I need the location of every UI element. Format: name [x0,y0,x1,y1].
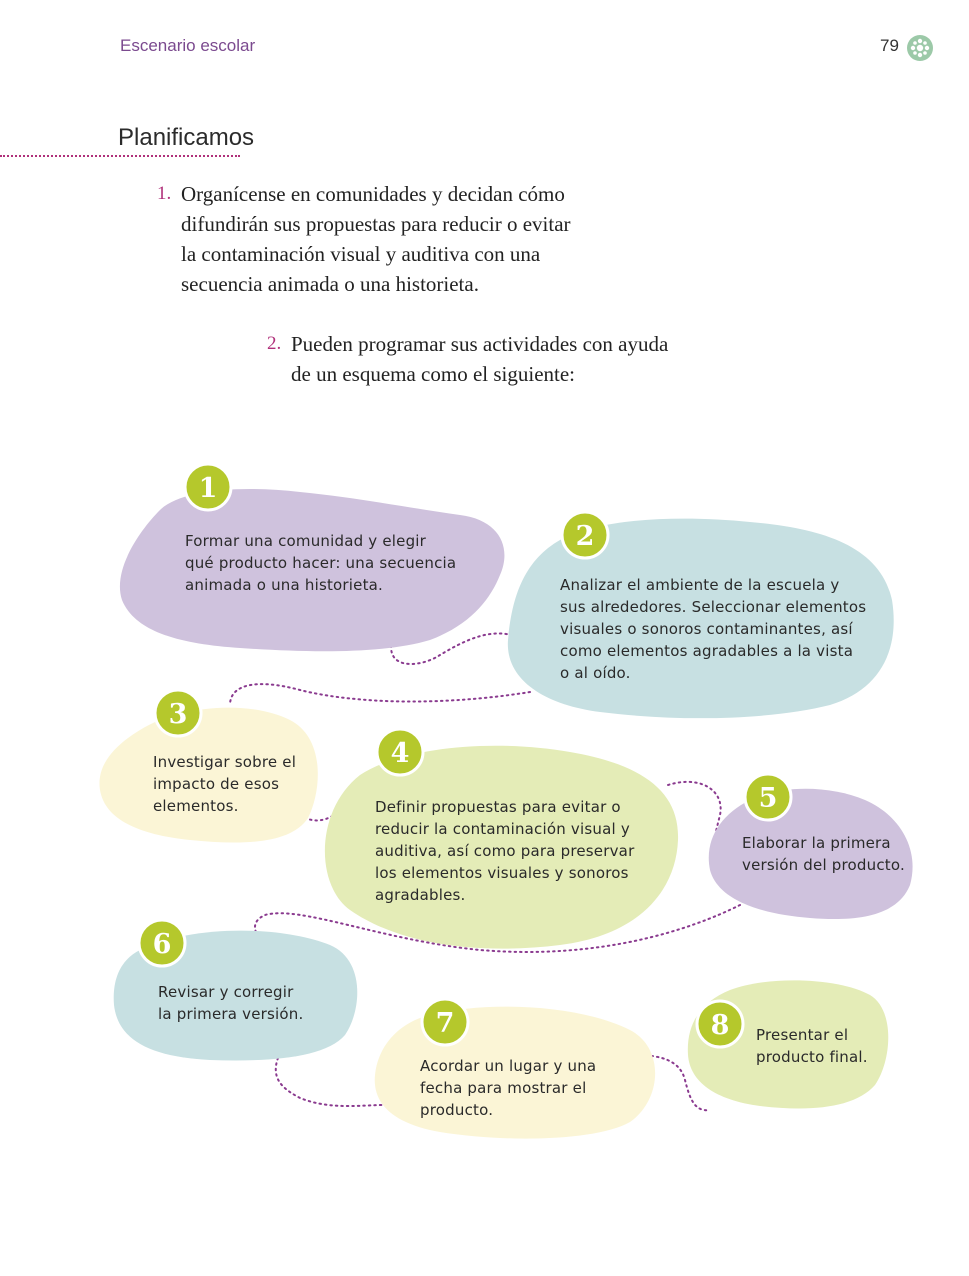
step-2-blob [507,518,894,719]
step-5-badge: 5 [743,772,793,822]
step-number: 4 [391,738,410,769]
instruction-number: 2. [267,333,282,354]
connector-1-2 [390,632,516,665]
step-4-badge: 4 [375,727,425,777]
running-header: Escenario escolar [120,36,256,55]
step-3-blob [99,707,318,843]
step-line: Elaborar la primera [742,834,891,852]
page-number: 79 [880,36,899,55]
step-line: Presentar el [756,1026,849,1044]
step-line: fecha para mostrar el [420,1079,587,1097]
step-number: 3 [169,699,188,730]
step-line: los elementos visuales y sonoros [375,864,629,882]
step-line: visuales o sonoros contaminantes, así [560,620,853,638]
step-6-text: Revisar y corregir la primera versión. [158,981,303,1025]
connector-2-3 [229,683,531,706]
step-5-text: Elaborar la primera versión del producto… [742,832,905,876]
step-6-badge: 6 [137,918,187,968]
step-4-text: Definir propuestas para evitar o reducir… [375,796,634,906]
step-line: versión del producto. [742,856,905,874]
instruction-line: la contaminación visual y auditiva con u… [181,242,541,266]
step-7-text: Acordar un lugar y una fecha para mostra… [420,1055,596,1121]
step-line: Revisar y corregir [158,983,294,1001]
step-line: producto final. [756,1048,868,1066]
connector-6-7 [274,1057,386,1107]
gear-flower-icon [907,35,933,61]
step-line: agradables. [375,886,466,904]
instruction-2: 2. Pueden programar sus actividades con … [267,329,669,389]
section-title: Planificamos [118,124,255,151]
step-line: sus alrededores. Seleccionar elementos [560,598,867,616]
instruction-line: difundirán sus propuestas para reducir o… [181,212,571,236]
step-line: Acordar un lugar y una [420,1057,597,1075]
step-line: elementos. [153,797,239,815]
instruction-number: 1. [157,183,172,204]
instruction-line: secuencia animada o una historieta. [181,272,479,296]
step-2-text: Analizar el ambiente de la escuela y sus… [560,574,866,684]
step-7-badge: 7 [420,997,470,1047]
step-number: 2 [576,521,595,552]
step-number: 8 [711,1010,730,1041]
instruction-line: de un esquema como el siguiente: [291,362,576,386]
step-line: producto. [420,1101,494,1119]
step-line: la primera versión. [158,1005,304,1023]
step-number: 1 [199,473,218,504]
step-line: qué producto hacer: una secuencia [185,554,457,572]
step-line: Definir propuestas para evitar o [375,798,621,816]
step-line: auditiva, así como para preservar [375,842,635,860]
step-line: impacto de esos [153,775,280,793]
step-line: animada o una historieta. [185,576,384,594]
step-number: 5 [759,783,778,814]
connector-7-8 [634,1054,711,1112]
section-underline [0,155,240,157]
step-5-blob [708,788,913,920]
step-line: o al oído. [560,664,631,682]
step-3-badge: 3 [153,688,203,738]
step-number: 7 [436,1008,455,1039]
step-4-blob [324,745,679,949]
instruction-1: 1. Organícense en comunidades y decidan … [157,179,571,299]
step-8-badge: 8 [695,999,745,1049]
connector-4-5 [667,780,722,851]
step-number: 6 [153,929,172,960]
connector-5-6 [254,904,741,953]
step-2-badge: 2 [560,510,610,560]
instruction-line: Organícense en comunidades y decidan cóm… [181,182,565,206]
step-line: Analizar el ambiente de la escuela y [560,576,840,594]
step-line: Investigar sobre el [153,753,297,771]
step-line: como elementos agradables a la vista [560,642,854,660]
step-1-badge: 1 [183,462,233,512]
step-1-text: Formar una comunidad y elegir qué produc… [185,530,456,596]
step-line: Formar una comunidad y elegir [185,532,427,550]
instruction-line: Pueden programar sus actividades con ayu… [291,332,669,356]
step-3-text: Investigar sobre el impacto de esos elem… [153,751,296,817]
step-1-blob [119,489,505,652]
step-line: reducir la contaminación visual y [375,820,630,838]
step-8-text: Presentar el producto final. [756,1024,868,1068]
